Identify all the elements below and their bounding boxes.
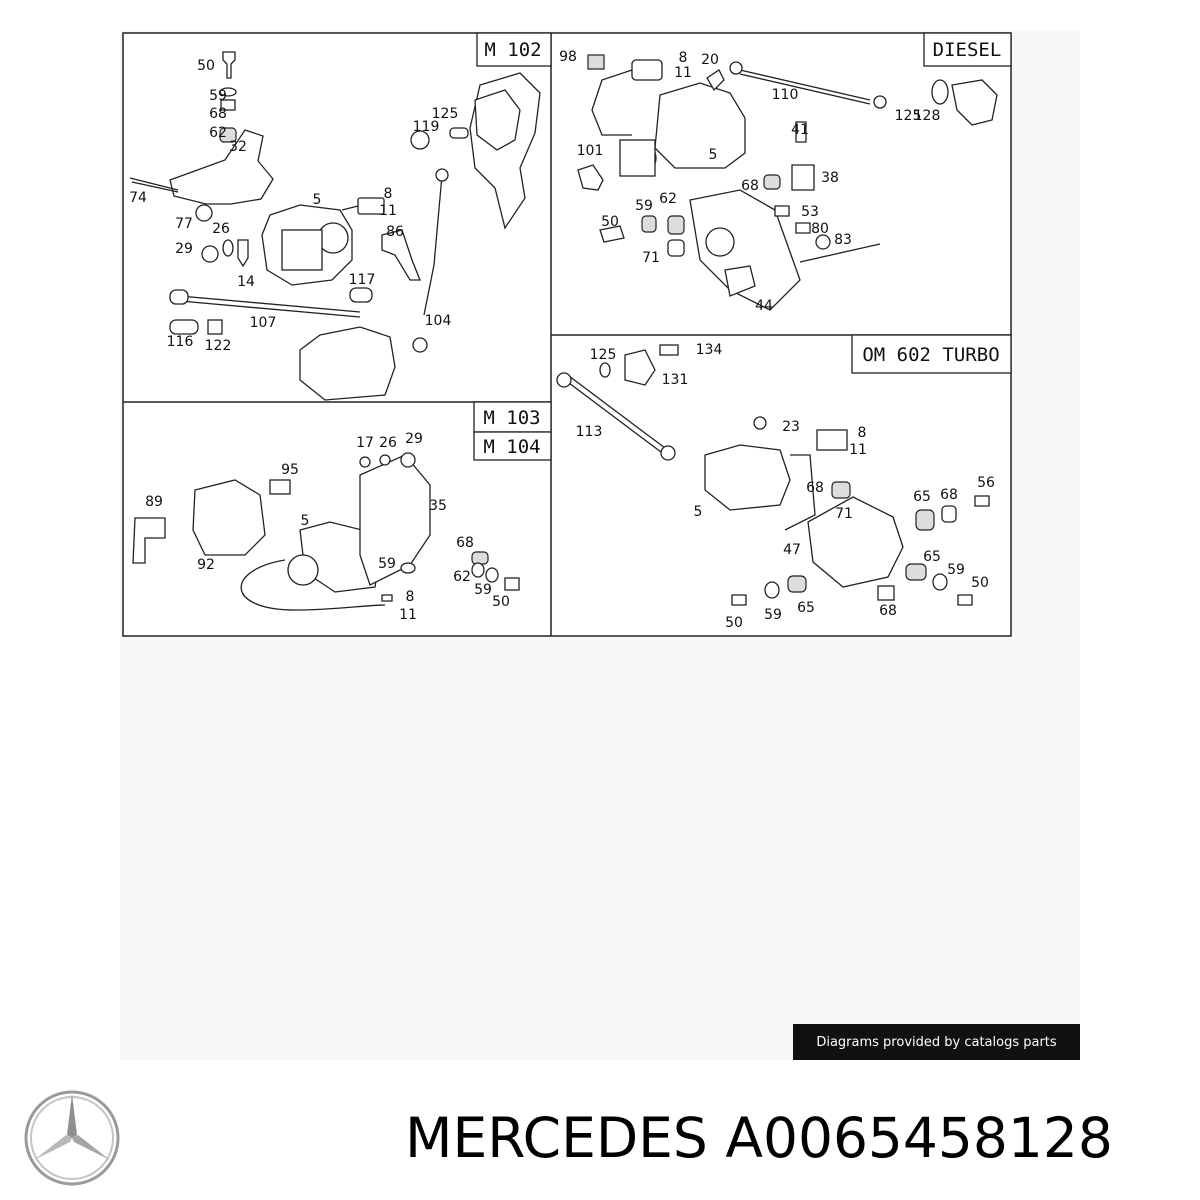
part-label-om602: 50 — [971, 575, 989, 591]
part-label-om602: 59 — [764, 607, 782, 623]
part-label-diesel: 8 — [679, 50, 688, 66]
panel-header-m102: M 102 — [484, 39, 541, 61]
part-label-m102: 29 — [175, 241, 193, 257]
om602-parts — [556, 344, 990, 606]
panel-header-m103: M 103 — [483, 407, 540, 429]
part-label-om602: 11 — [849, 442, 867, 458]
panel-header-om602: OM 602 TURBO — [862, 344, 999, 366]
part-label-om602: 65 — [923, 549, 941, 565]
part-label-om602: 56 — [977, 475, 995, 491]
part-label-diesel: 11 — [674, 65, 692, 81]
part-label-diesel: 44 — [755, 298, 773, 314]
part-label-om602: 68 — [806, 480, 824, 496]
part-label-om602: 134 — [696, 342, 723, 358]
part-label-m103: 68 — [456, 535, 474, 551]
part-label-m102: 117 — [349, 272, 376, 288]
part-label-m102: 50 — [197, 58, 215, 74]
panel-header-diesel: DIESEL — [933, 39, 1002, 61]
part-label-m103: 17 — [356, 435, 374, 451]
part-label-m102: 116 — [167, 334, 194, 350]
part-label-diesel: 80 — [811, 221, 829, 237]
part-label-m102: 59 — [209, 88, 227, 104]
part-label-om602: 65 — [797, 600, 815, 616]
part-label-m103: 59 — [474, 582, 492, 598]
part-label-m102: 11 — [379, 203, 397, 219]
part-label-m102: 86 — [386, 224, 404, 240]
part-label-m103: 5 — [301, 513, 310, 529]
part-label-diesel: 125 — [895, 108, 922, 124]
part-label-om602: 68 — [940, 487, 958, 503]
part-label-diesel: 5 — [709, 147, 718, 163]
part-label-m102: 32 — [229, 139, 247, 155]
part-label-om602: 131 — [662, 372, 689, 388]
part-label-diesel: 62 — [659, 191, 677, 207]
part-label-m102: 14 — [237, 274, 255, 290]
part-label-m102: 122 — [205, 338, 232, 354]
m103-parts — [132, 452, 520, 611]
part-label-diesel: 38 — [821, 170, 839, 186]
part-label-om602: 125 — [590, 347, 617, 363]
part-label-m103: 95 — [281, 462, 299, 478]
part-label-m103: 26 — [379, 435, 397, 451]
exploded-parts-diagram: M 102 DIESEL M 103 M 104 OM 602 TURBO — [120, 30, 1080, 1060]
part-label-m102: 107 — [250, 315, 277, 331]
part-label-m103: 89 — [145, 494, 163, 510]
diagram-credit-badge: Diagrams provided by catalogs parts — [793, 1024, 1080, 1060]
part-label-m102: 8 — [384, 186, 393, 202]
part-label-diesel: 110 — [772, 87, 799, 103]
part-label-diesel: 41 — [791, 122, 809, 138]
diesel-parts — [577, 54, 998, 311]
panel-header-m103-2: M 104 — [483, 436, 540, 458]
part-label-m102: 77 — [175, 216, 193, 232]
part-label-om602: 113 — [576, 424, 603, 440]
part-label-m103: 62 — [453, 569, 471, 585]
part-label-m103: 50 — [492, 594, 510, 610]
part-label-m102: 125 — [432, 106, 459, 122]
part-label-diesel: 101 — [577, 143, 604, 159]
part-label-om602: 8 — [858, 425, 867, 441]
part-label-om602: 68 — [879, 603, 897, 619]
part-label-diesel: 53 — [801, 204, 819, 220]
part-label-diesel: 98 — [559, 49, 577, 65]
part-label-m103: 11 — [399, 607, 417, 623]
part-label-diesel: 50 — [601, 214, 619, 230]
part-label-m102: 119 — [413, 119, 440, 135]
part-label-m102: 74 — [129, 190, 147, 206]
m102-parts — [129, 51, 541, 401]
part-label-m102: 104 — [425, 313, 452, 329]
part-label-om602: 5 — [694, 504, 703, 520]
part-label-diesel: 128 — [914, 108, 941, 124]
part-label-m103: 29 — [405, 431, 423, 447]
part-label-om602: 47 — [783, 542, 801, 558]
part-label-diesel: 71 — [642, 250, 660, 266]
part-label-diesel: 59 — [635, 198, 653, 214]
part-label-m102: 68 — [209, 106, 227, 122]
part-number-caption: MERCEDES A0065458128 — [405, 1106, 1113, 1170]
part-label-m103: 35 — [429, 498, 447, 514]
diagram-area: M 102 DIESEL M 103 M 104 OM 602 TURBO — [120, 30, 1080, 1060]
part-label-m103: 59 — [378, 556, 396, 572]
part-label-om602: 59 — [947, 562, 965, 578]
mercedes-star-icon — [24, 1090, 120, 1186]
part-label-diesel: 83 — [834, 232, 852, 248]
part-label-m103: 8 — [406, 589, 415, 605]
part-label-om602: 71 — [835, 506, 853, 522]
part-label-om602: 65 — [913, 489, 931, 505]
part-label-diesel: 20 — [701, 52, 719, 68]
part-label-om602: 23 — [782, 419, 800, 435]
part-label-m103: 92 — [197, 557, 215, 573]
part-label-m102: 62 — [209, 125, 227, 141]
part-label-om602: 50 — [725, 615, 743, 631]
part-label-m102: 5 — [313, 192, 322, 208]
part-label-m102: 26 — [212, 221, 230, 237]
part-label-diesel: 68 — [741, 178, 759, 194]
